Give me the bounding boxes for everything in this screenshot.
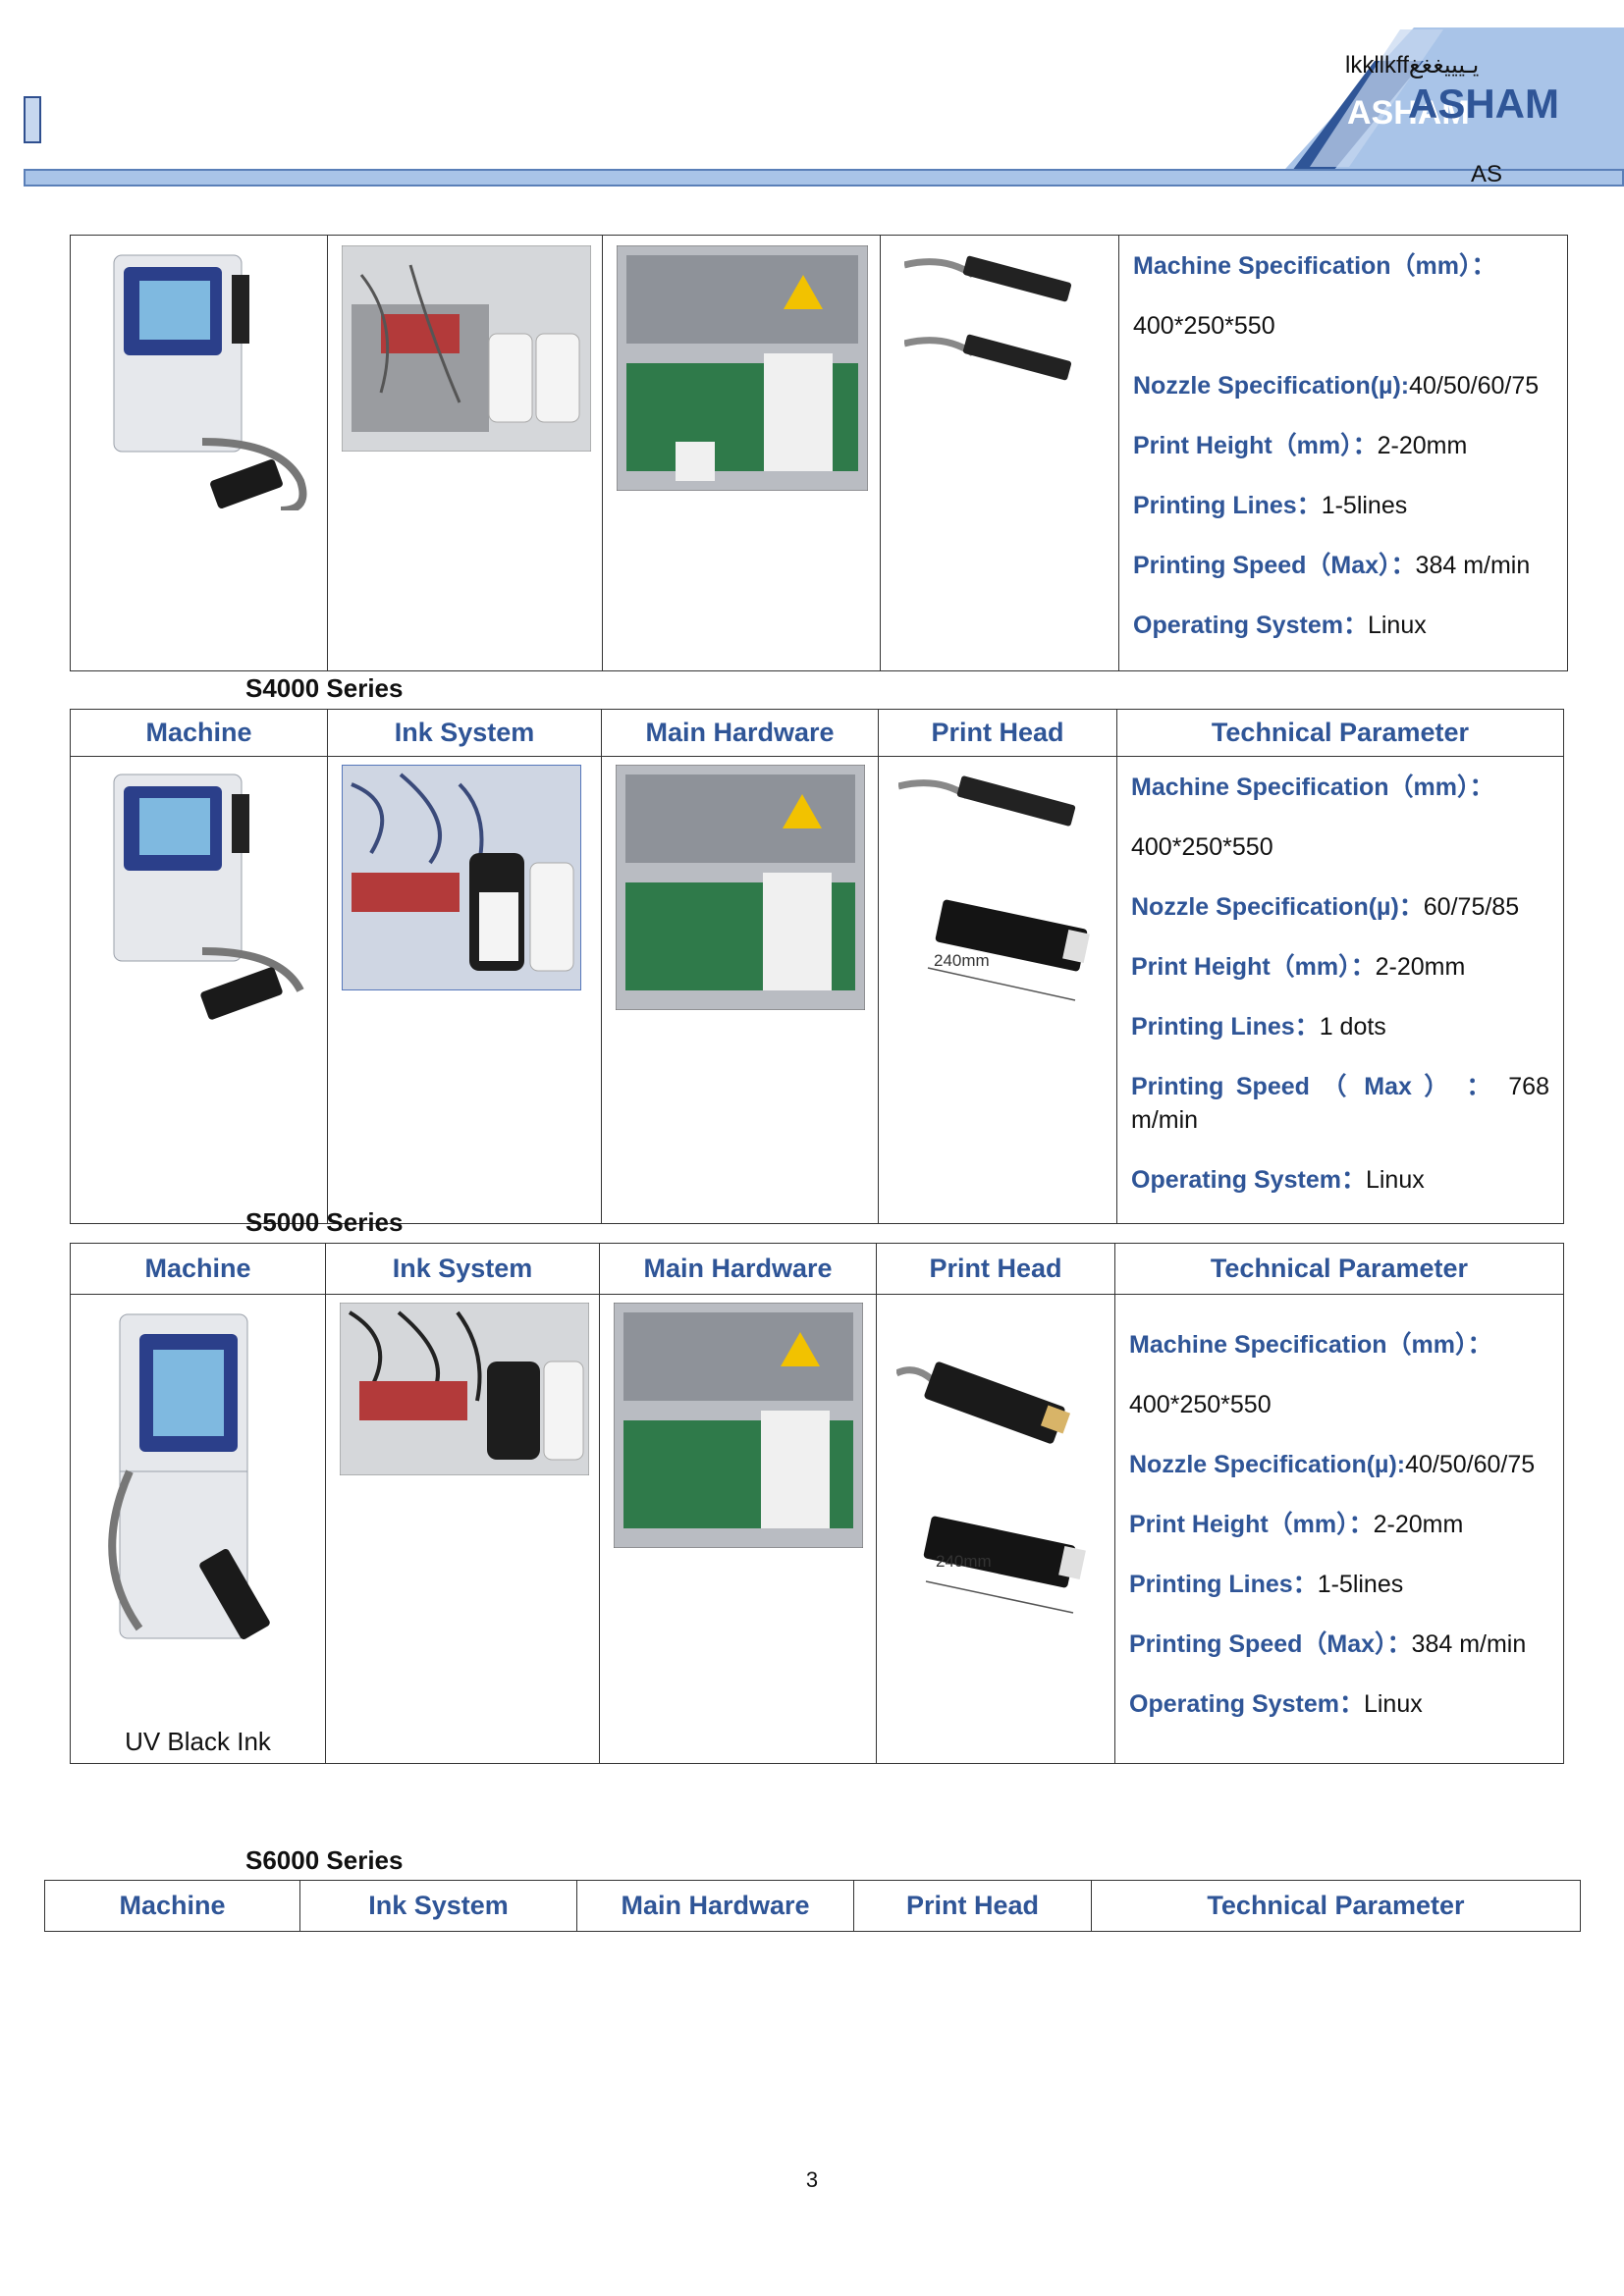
series-title-s5000: S5000 Series xyxy=(245,1207,404,1237)
print-head-cell: 240mm xyxy=(876,1294,1115,1764)
col-header-print-head: Print Head xyxy=(878,709,1117,757)
col-header-ink-system: Ink System xyxy=(325,1243,600,1295)
series-title-s4000: S4000 Series xyxy=(245,673,404,703)
main-hardware-image xyxy=(617,245,868,491)
machine-cell xyxy=(70,235,328,671)
param-printing-lines: Printing Lines：1-5lines xyxy=(1129,1571,1404,1598)
param-machine-spec-value: 400*250*550 xyxy=(1133,312,1275,340)
parameter-list: Machine Specification（mm）： 400*250*550 N… xyxy=(1115,1295,1563,1721)
param-printing-lines: Printing Lines：1-5lines xyxy=(1133,492,1408,519)
col-header-main-hardware: Main Hardware xyxy=(576,1880,854,1932)
print-head-cell: 240mm xyxy=(878,756,1117,1224)
param-machine-spec-value: 400*250*550 xyxy=(1131,833,1273,861)
param-machine-spec: Machine Specification（mm）： xyxy=(1133,252,1496,280)
col-header-technical-parameter: Technical Parameter xyxy=(1114,1243,1564,1295)
print-head-image xyxy=(896,1362,1086,1614)
col-header-ink-system: Ink System xyxy=(299,1880,577,1932)
logo-ghost-text: ASHAM xyxy=(1347,94,1470,132)
col-header-print-head: Print Head xyxy=(876,1243,1115,1295)
param-nozzle-spec: Nozzle Specification(µ):40/50/60/75 xyxy=(1129,1451,1536,1478)
print-head-image xyxy=(898,775,1090,1001)
param-operating-system: Operating System：Linux xyxy=(1133,612,1427,639)
spec-table-block-1: Machine Specification（mm）： 400*250*550 N… xyxy=(70,235,1568,671)
technical-parameter-cell: Machine Specification（mm）： 400*250*550 N… xyxy=(1116,756,1564,1224)
col-header-technical-parameter: Technical Parameter xyxy=(1091,1880,1581,1932)
ink-system-cell xyxy=(325,1294,600,1764)
machine-image xyxy=(108,1313,270,1640)
col-header-main-hardware: Main Hardware xyxy=(601,709,879,757)
print-head-dimension-label: 240mm xyxy=(936,1552,992,1571)
parameter-list: Machine Specification（mm）： 400*250*550 N… xyxy=(1117,757,1563,1197)
main-hardware-image xyxy=(614,1303,863,1548)
logo-shape xyxy=(1276,27,1624,179)
logo-main-text: ASHAM xyxy=(1408,80,1559,127)
main-hardware-image xyxy=(616,765,865,1010)
technical-parameter-cell: Machine Specification（mm）： 400*250*550 N… xyxy=(1118,235,1568,671)
param-print-height: Print Height（mm）：2-20mm xyxy=(1133,432,1468,459)
ink-system-image xyxy=(342,245,591,452)
param-printing-lines: Printing Lines：1 dots xyxy=(1131,1013,1386,1041)
header-band xyxy=(24,169,1624,187)
main-hardware-cell xyxy=(599,1294,877,1764)
ink-system-cell xyxy=(327,235,603,671)
ink-system-cell xyxy=(327,756,602,1224)
main-hardware-cell xyxy=(602,235,881,671)
header-square-marker xyxy=(24,96,41,143)
main-hardware-cell xyxy=(601,756,879,1224)
logo-sub-text: AS xyxy=(1471,161,1503,187)
technical-parameter-cell: Machine Specification（mm）： 400*250*550 N… xyxy=(1114,1294,1564,1764)
print-head-dimension-label: 240mm xyxy=(934,951,990,970)
logo-top-text: lkkllkffيـيييغغغ xyxy=(1345,52,1480,79)
param-print-height: Print Height（mm）：2-20mm xyxy=(1131,953,1466,981)
machine-image xyxy=(113,774,304,1020)
param-printing-speed: Printing Speed （ Max ） ： 768 m/min xyxy=(1131,1073,1549,1134)
col-header-main-hardware: Main Hardware xyxy=(599,1243,877,1295)
param-print-height: Print Height（mm）：2-20mm xyxy=(1129,1511,1464,1538)
col-header-machine: Machine xyxy=(70,709,328,757)
machine-caption: UV Black Ink xyxy=(125,1727,271,1756)
col-header-machine: Machine xyxy=(70,1243,326,1295)
param-nozzle-spec: Nozzle Specification(µ):40/50/60/75 xyxy=(1133,372,1540,400)
print-head-cell xyxy=(880,235,1119,671)
param-machine-spec: Machine Specification（mm）： xyxy=(1129,1331,1492,1359)
machine-cell xyxy=(70,756,328,1224)
param-machine-spec-value: 400*250*550 xyxy=(1129,1391,1272,1418)
param-printing-speed: Printing Speed（Max）：384 m/min xyxy=(1129,1630,1527,1658)
param-machine-spec: Machine Specification（mm）： xyxy=(1131,774,1494,801)
col-header-technical-parameter: Technical Parameter xyxy=(1116,709,1564,757)
spec-table-s6000: Machine Ink System Main Hardware Print H… xyxy=(44,1880,1581,1932)
spec-table-s5000: Machine Ink System Main Hardware Print H… xyxy=(70,1243,1564,1764)
param-operating-system: Operating System：Linux xyxy=(1129,1690,1423,1718)
col-header-ink-system: Ink System xyxy=(327,709,602,757)
col-header-print-head: Print Head xyxy=(853,1880,1092,1932)
ink-system-image xyxy=(340,1303,589,1475)
spec-table-s4000: Machine Ink System Main Hardware Print H… xyxy=(70,709,1564,1224)
ink-system-image xyxy=(342,765,581,990)
page-number: 3 xyxy=(805,2167,819,2192)
param-printing-speed: Printing Speed（Max）：384 m/min xyxy=(1133,552,1531,579)
machine-cell: UV Black Ink xyxy=(70,1294,326,1764)
param-operating-system: Operating System：Linux xyxy=(1131,1166,1425,1194)
col-header-machine: Machine xyxy=(44,1880,300,1932)
machine-image xyxy=(113,254,307,510)
print-head-image xyxy=(904,255,1072,381)
param-nozzle-spec: Nozzle Specification(µ)：60/75/85 xyxy=(1131,893,1520,921)
series-title-s6000: S6000 Series xyxy=(245,1845,404,1875)
parameter-list: Machine Specification（mm）： 400*250*550 N… xyxy=(1119,236,1567,642)
